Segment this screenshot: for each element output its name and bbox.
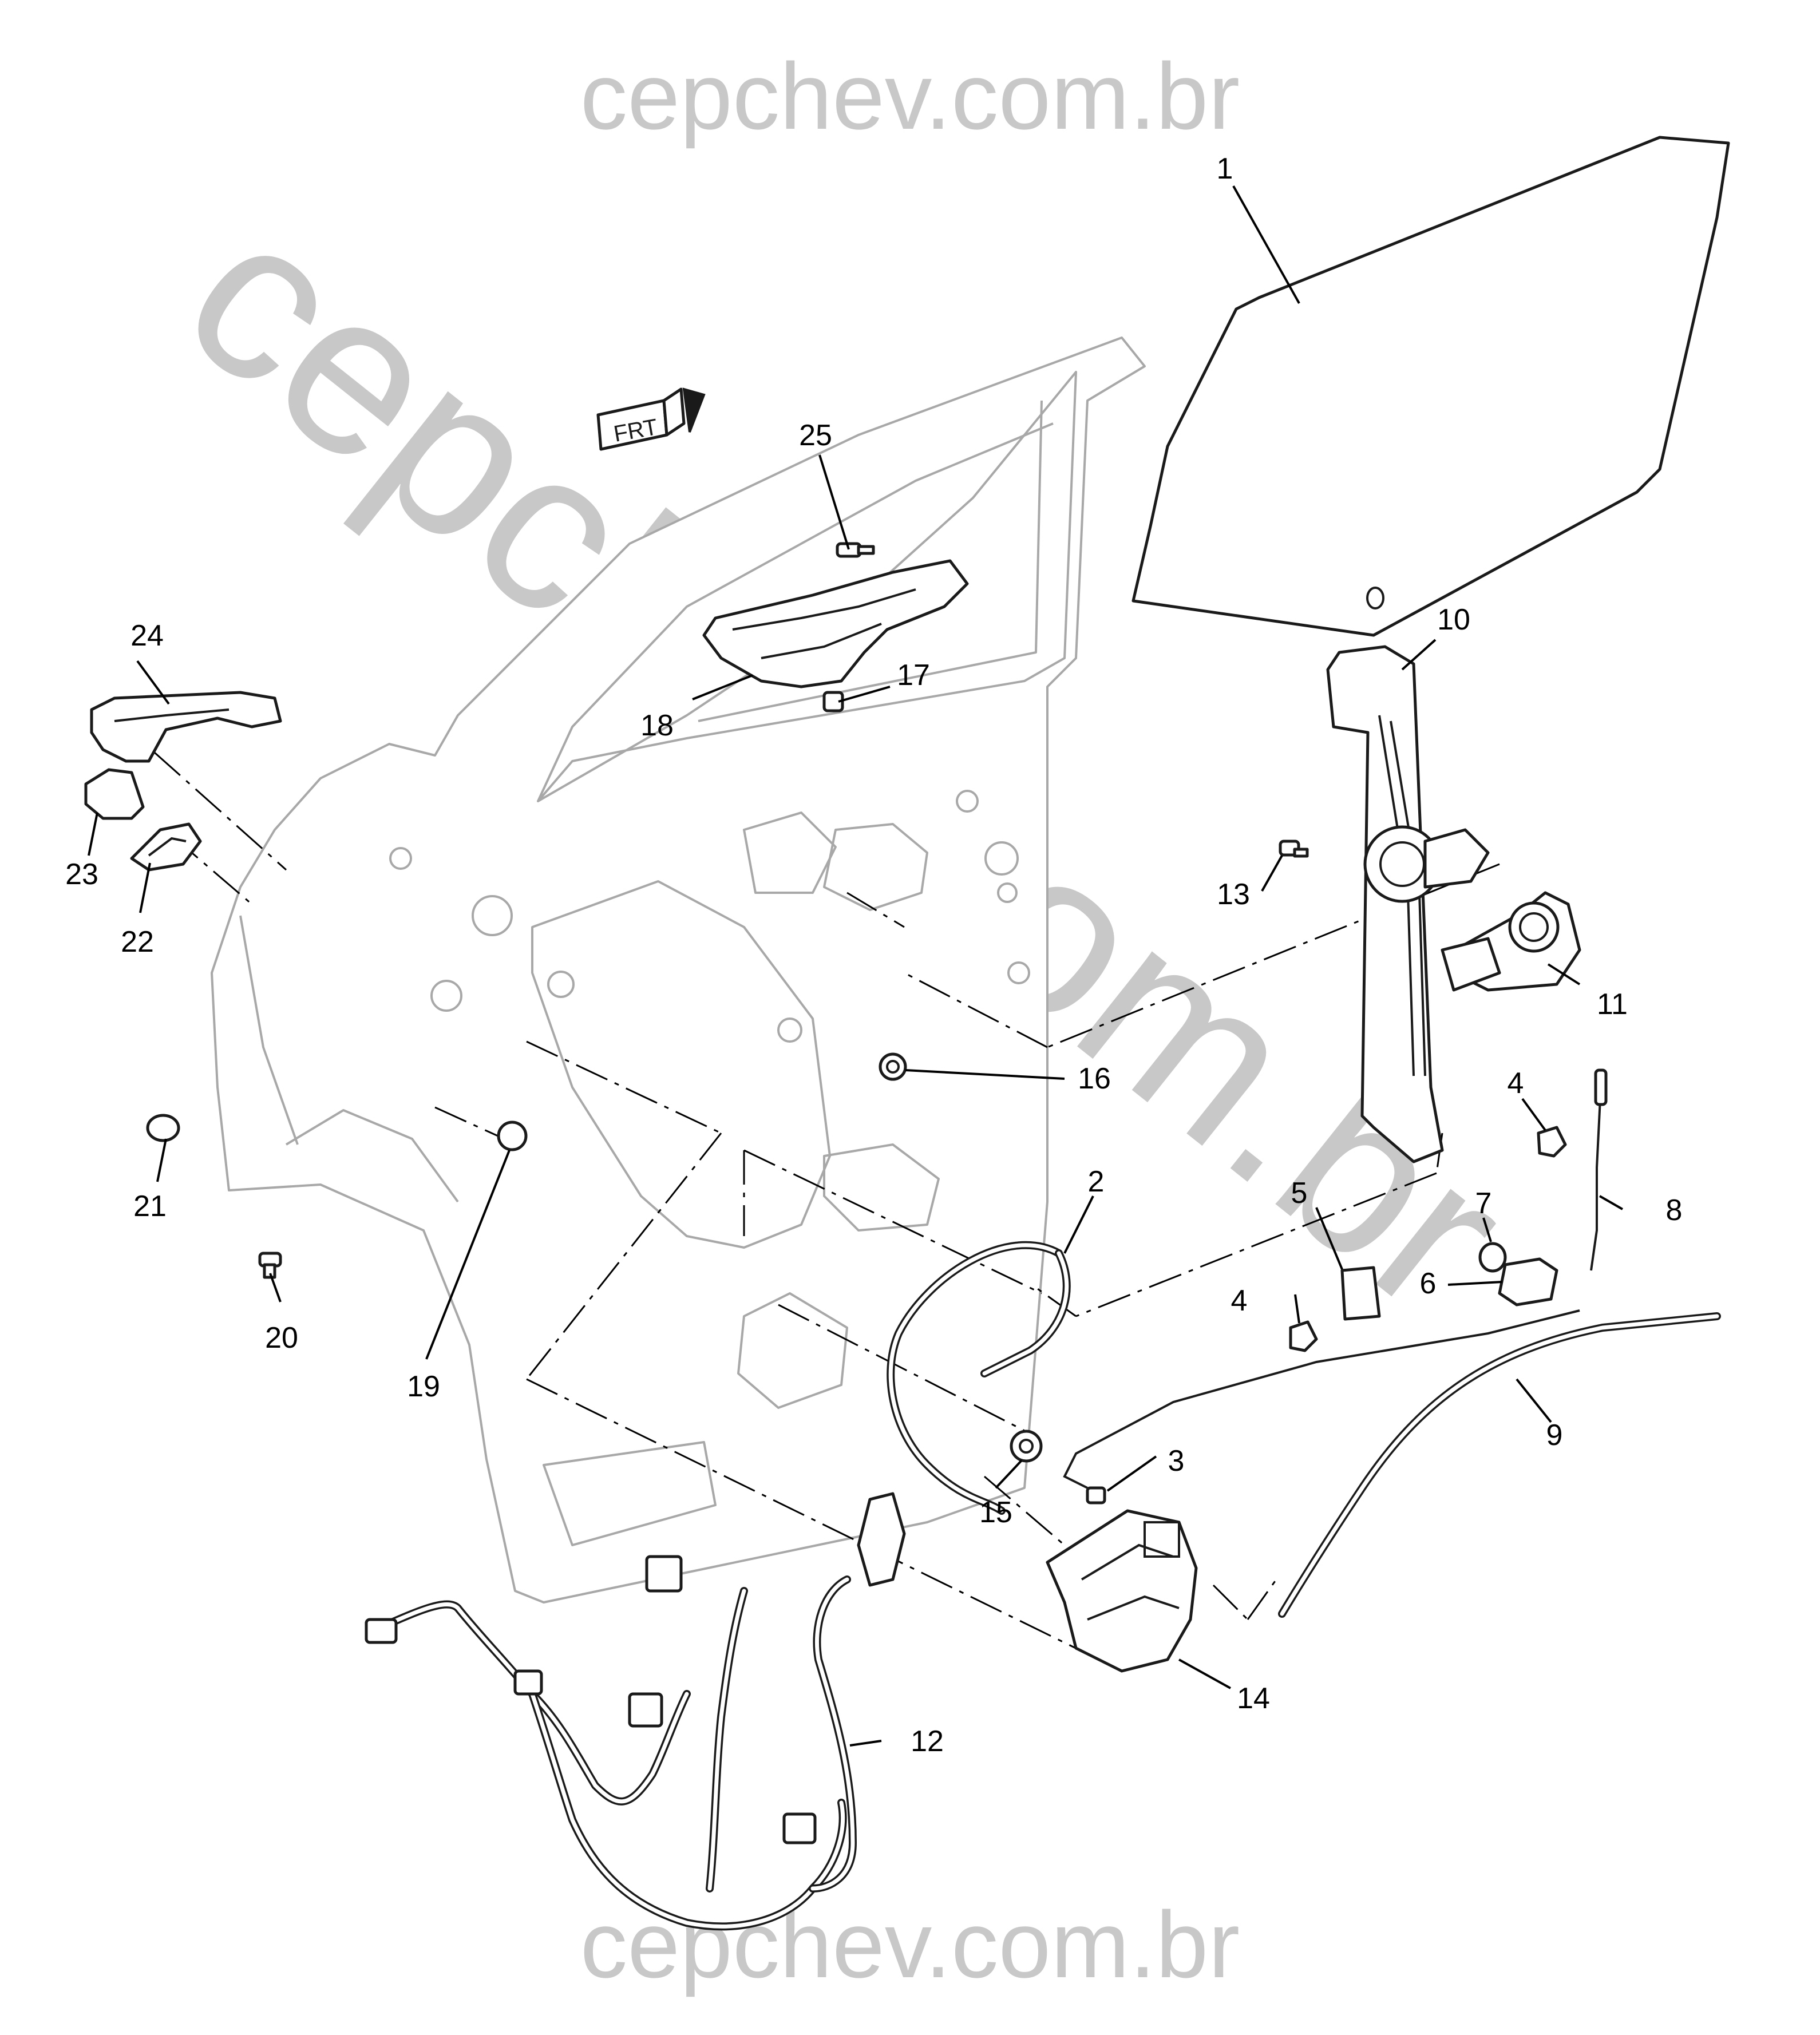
- callout-6: 6: [1420, 1267, 1437, 1300]
- door-wiring-harness: [365, 1555, 857, 1931]
- callout-8: 8: [1666, 1194, 1683, 1227]
- callout-22: 22: [121, 925, 154, 959]
- push-pin-center: [886, 1060, 900, 1074]
- outside-handle-cap: [84, 768, 145, 820]
- callout-3: 3: [1168, 1444, 1185, 1478]
- callout-24: 24: [130, 619, 164, 652]
- door-hole-plug-21: [146, 1114, 180, 1142]
- watermark-bottom: cepchev.com.br: [580, 1892, 1240, 1997]
- door-latch-assembly: [1046, 1509, 1198, 1673]
- callout-16: 16: [1078, 1062, 1111, 1095]
- callout-25: 25: [799, 419, 832, 452]
- callout-1: 1: [1217, 152, 1233, 185]
- door-trim-screw: [258, 1252, 282, 1279]
- callout-4b: 4: [1231, 1284, 1248, 1317]
- callout-leaders: [88, 185, 1623, 1747]
- outside-handle-bracket: [702, 559, 969, 688]
- door-inner-panel: [211, 336, 1146, 1604]
- sound-deadener-pad: [1340, 1266, 1381, 1321]
- callout-23: 23: [65, 858, 98, 891]
- outside-door-handle: [90, 691, 282, 763]
- regulator-bolt: [1279, 840, 1309, 858]
- callout-20: 20: [265, 1321, 298, 1355]
- door-harness-grommet: [857, 1492, 906, 1587]
- callout-9: 9: [1546, 1419, 1563, 1452]
- front-direction-symbol: FRT: [596, 387, 706, 451]
- callout-11: 11: [1597, 988, 1628, 1021]
- inside-lock-rod: [1063, 1309, 1580, 1505]
- lock-cylinder: [1498, 1257, 1558, 1306]
- callout-19: 19: [407, 1370, 440, 1403]
- callout-17: 17: [897, 659, 930, 692]
- push-pin-16: [879, 1052, 907, 1081]
- callout-18: 18: [640, 709, 674, 742]
- callout-7: 7: [1475, 1187, 1492, 1220]
- glass-mounting-hole: [1366, 587, 1384, 609]
- callout-5: 5: [1291, 1177, 1308, 1210]
- outside-handle-gasket: [130, 822, 202, 872]
- callout-14: 14: [1237, 1682, 1270, 1715]
- outside-handle-cable: [1278, 1312, 1721, 1618]
- rod-clip-4-upper: [1537, 1126, 1567, 1158]
- callout-numbers: 1 25 24 10 17 18 23 22 13 11 16 4 21 2 5…: [65, 152, 1682, 1758]
- door-window-glass: [1131, 136, 1730, 637]
- watermark-top: cepchev.com.br: [580, 43, 1240, 149]
- window-regulator: [1326, 645, 1490, 1163]
- cable-grommet: [1010, 1430, 1043, 1463]
- callout-21: 21: [133, 1190, 167, 1223]
- grommet-center: [1019, 1439, 1034, 1454]
- lock-cylinder-gasket: [1478, 1242, 1507, 1273]
- callout-12: 12: [911, 1725, 944, 1758]
- door-hole-plug-19: [497, 1121, 528, 1151]
- callout-4a: 4: [1508, 1067, 1524, 1100]
- callout-2: 2: [1088, 1165, 1105, 1198]
- callout-10: 10: [1437, 603, 1470, 636]
- callout-13: 13: [1217, 878, 1250, 911]
- rod-clip-4-lower: [1289, 1320, 1318, 1352]
- callout-15: 15: [979, 1496, 1012, 1529]
- handle-bracket-bolt: [836, 542, 875, 558]
- inside-handle-cable: [887, 1241, 1071, 1515]
- lock-rod: [1590, 1068, 1608, 1271]
- window-regulator-motor: [1441, 891, 1581, 992]
